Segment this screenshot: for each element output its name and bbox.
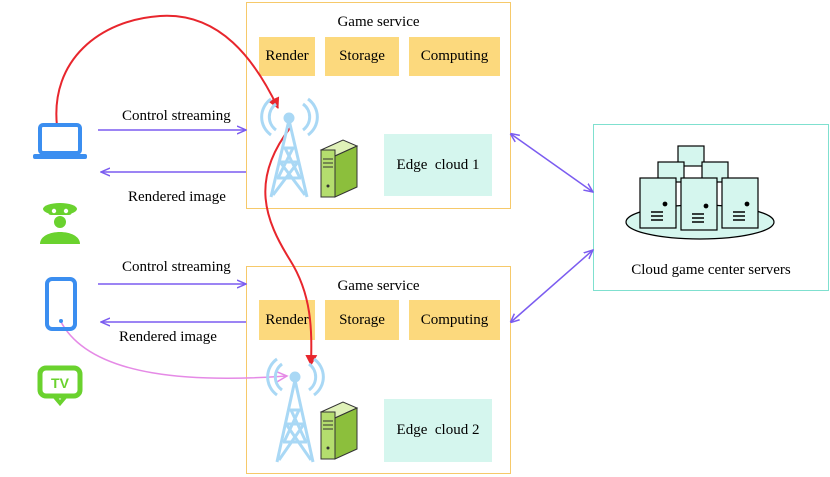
phone-mobility-arrow xyxy=(59,319,287,378)
edge1-storage-module: Storage xyxy=(325,37,399,76)
edge-server-icon xyxy=(319,401,359,460)
vr-headset-icon xyxy=(40,203,80,244)
smartphone-icon xyxy=(45,277,77,331)
edge2-computing-module: Computing xyxy=(409,300,500,340)
tv-icon: TV xyxy=(37,365,83,407)
rendered-image-label-top: Rendered image xyxy=(128,189,226,205)
edge-cloud-1-label: Edge cloud 1 xyxy=(384,134,492,196)
edge-cloud-2-label: Edge cloud 2 xyxy=(384,399,492,462)
rendered-image-label-bottom: Rendered image xyxy=(119,329,217,345)
control-streaming-label-top: Control streaming xyxy=(122,108,231,124)
cloud-server-cluster-icon xyxy=(625,145,775,240)
edge1-render-module: Render xyxy=(259,37,315,76)
cloud-center-box xyxy=(593,124,829,291)
edge1-service-title: Game service xyxy=(337,14,420,30)
edge2-storage-module: Storage xyxy=(325,300,399,340)
edge-server-icon xyxy=(319,139,359,198)
antenna-tower-icon xyxy=(260,97,319,198)
edge2-service-title: Game service xyxy=(337,278,420,294)
edge2-render-module: Render xyxy=(259,300,315,340)
antenna-tower-icon xyxy=(266,357,325,463)
edge2-cloud-link-arrow xyxy=(511,250,593,322)
edge1-cloud-link-arrow xyxy=(511,134,593,192)
edge1-computing-module: Computing xyxy=(409,37,500,76)
control-streaming-label-bottom: Control streaming xyxy=(122,259,231,275)
edge-handover-arrow xyxy=(264,127,318,366)
laptop-handover-arrow xyxy=(55,14,280,127)
laptop-icon xyxy=(33,123,87,159)
cloud-center-label: Cloud game center servers xyxy=(631,262,791,278)
svg-text:TV: TV xyxy=(51,375,70,391)
